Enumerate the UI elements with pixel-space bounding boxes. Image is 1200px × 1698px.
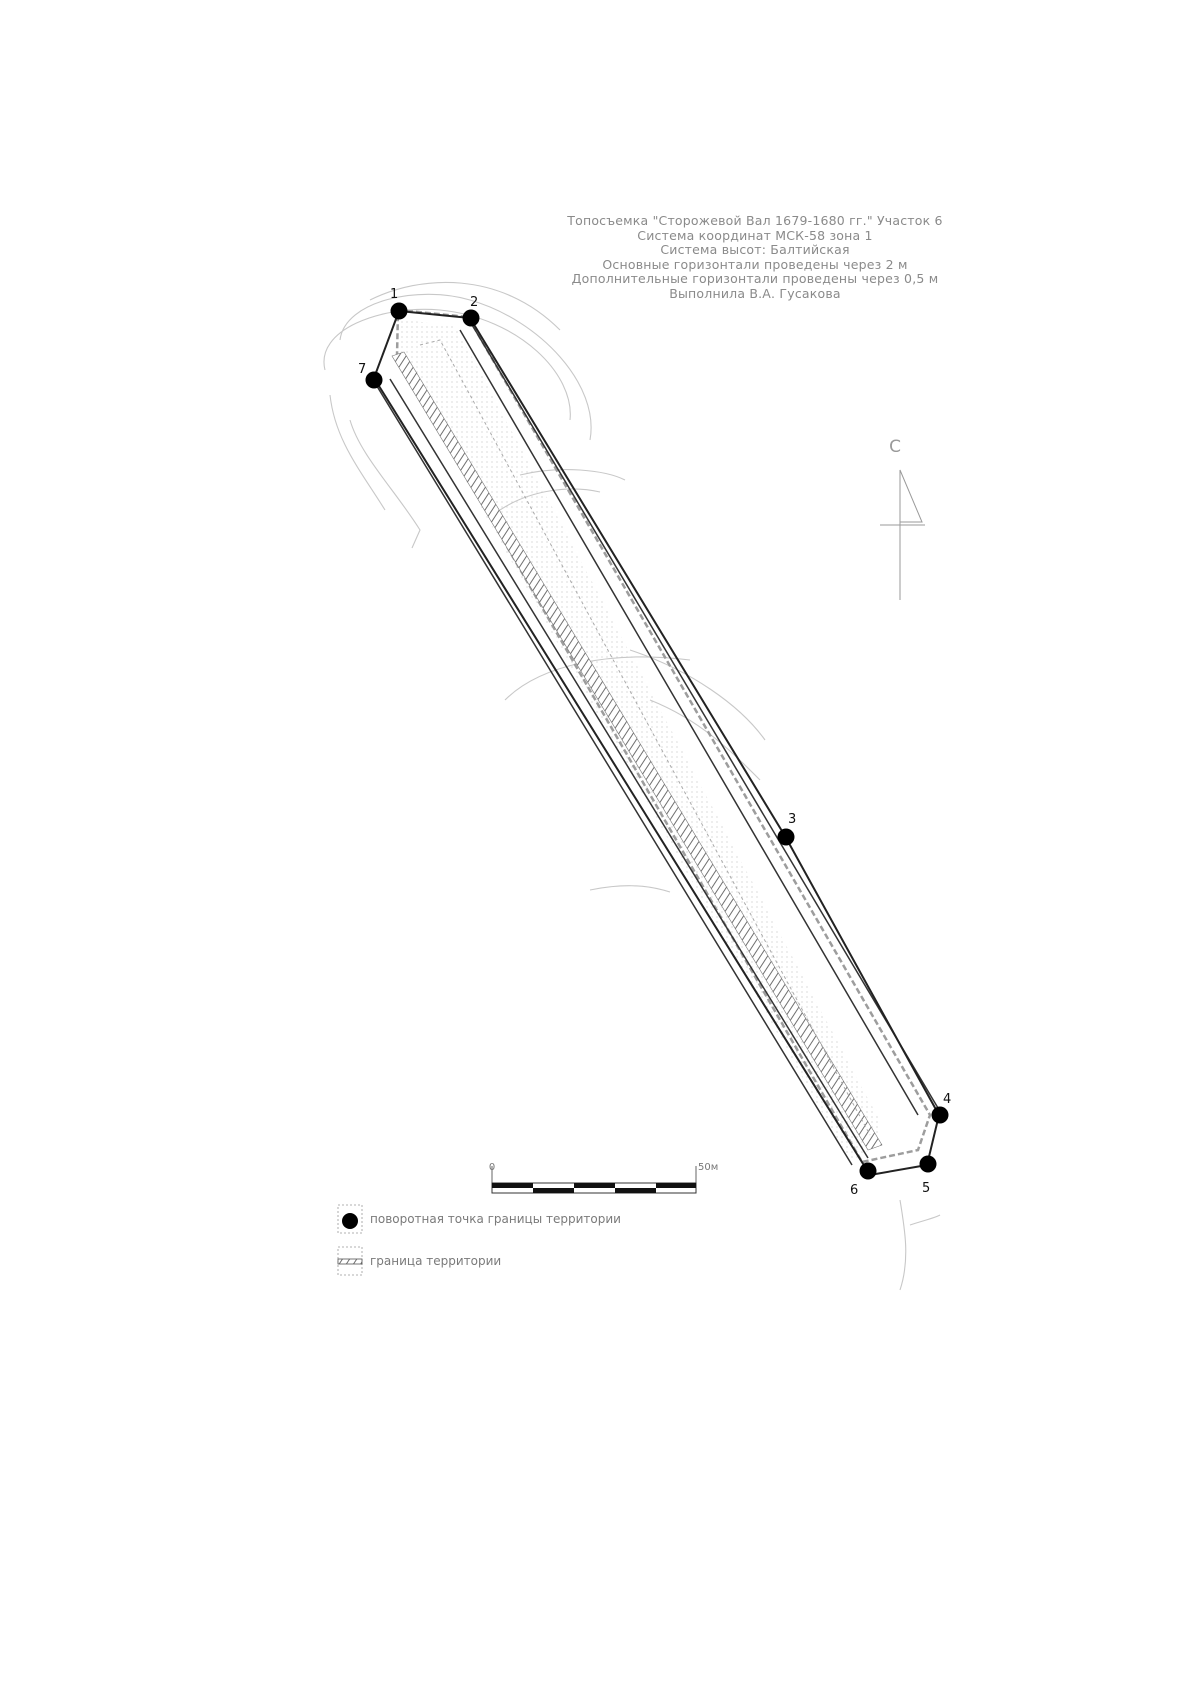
scale-bar-end-label: 50м: [698, 1162, 718, 1173]
legend: поворотная точка границы территории гран…: [336, 1204, 756, 1288]
turning-point-3: [777, 828, 795, 846]
turning-points: [365, 302, 949, 1180]
legend-label-turning-point: поворотная точка границы территории: [370, 1212, 621, 1226]
contour-line: [349, 419, 421, 549]
turning-point-symbol-icon: [337, 1204, 363, 1234]
turning-point-labels: 1 2 3 4 5 6 7: [358, 287, 951, 1198]
turning-point-5: [919, 1155, 937, 1173]
legend-item: поворотная точка границы территории: [336, 1204, 756, 1246]
turning-point-label-2: 2: [470, 295, 478, 310]
legend-item: граница территории: [336, 1246, 756, 1288]
scale-bar: [491, 1166, 697, 1194]
contour-line: [589, 885, 671, 893]
turning-point-6: [859, 1162, 877, 1180]
contour-line: [899, 1199, 907, 1291]
turning-point-label-5: 5: [922, 1181, 930, 1196]
legend-label-boundary: граница территории: [370, 1254, 502, 1268]
north-arrow-label: С: [889, 437, 901, 457]
turning-point-label-7: 7: [358, 362, 366, 377]
boundary-lines: [373, 310, 940, 1176]
contour-line: [339, 293, 592, 441]
title-line-6: Выполнила В.А. Гусакова: [669, 285, 841, 301]
turning-point-4: [931, 1106, 949, 1124]
contour-line: [649, 699, 761, 781]
contour-line: [369, 281, 561, 331]
title-line-2: Система координат МСК-58 зона 1: [637, 227, 873, 243]
title-line-3: Система высот: Балтийская: [660, 242, 850, 257]
turning-point-label-3: 3: [788, 812, 796, 827]
turning-point-label-6: 6: [850, 1183, 858, 1198]
contour-line: [329, 394, 386, 511]
boundary-line-symbol-icon: [337, 1246, 363, 1276]
north-arrow: [880, 469, 925, 600]
turning-point-2: [462, 309, 480, 327]
title-line-1: Топосъемка "Сторожевой Вал 1679-1680 гг.…: [567, 213, 943, 228]
contour-line: [323, 308, 571, 421]
map-title-block: Топосъемка "Сторожевой Вал 1679-1680 гг.…: [555, 213, 955, 301]
scale-bar-start-label: 0: [489, 1162, 495, 1173]
turning-point-label-4: 4: [943, 1092, 951, 1107]
contour-line: [909, 1214, 941, 1226]
title-line-4: Основные горизонтали проведены через 2 м: [602, 256, 908, 272]
turning-point-7: [365, 371, 383, 389]
title-line-5: Дополнительные горизонтали проведены чер…: [571, 271, 939, 286]
turning-point-label-1: 1: [390, 287, 398, 302]
turning-point-1: [390, 302, 408, 320]
territory-strip: [371, 308, 939, 1166]
